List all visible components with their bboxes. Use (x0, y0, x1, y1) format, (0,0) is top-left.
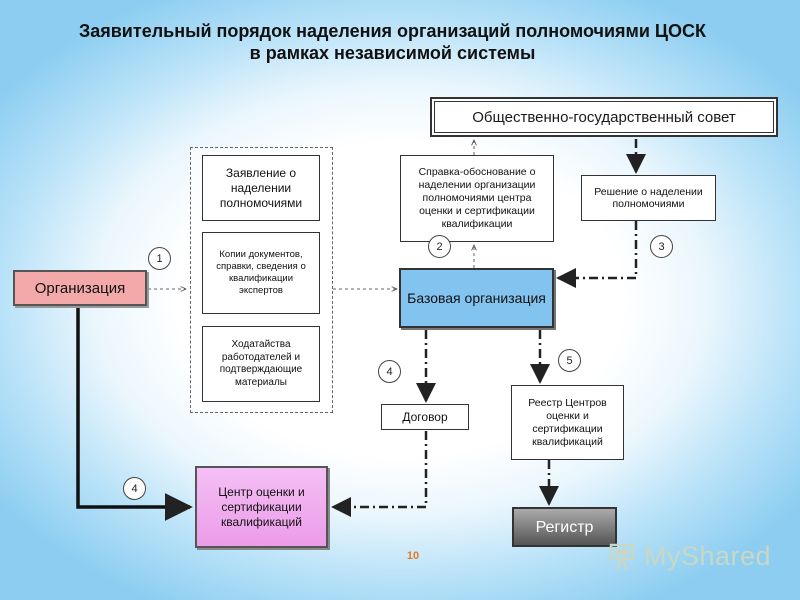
justification-box: Справка-обоснование о наделении организа… (400, 155, 554, 242)
title-line-2: в рамках независимой системы (249, 43, 536, 63)
presentation-icon (609, 543, 635, 570)
step-4-badge-lower: 4 (123, 477, 146, 500)
step-3-badge: 3 (650, 235, 673, 258)
registry-box: Регистр (512, 507, 617, 547)
document-copies-box: Копии документов, справки, сведения о кв… (202, 232, 320, 314)
council-box: Общественно-государственный совет (430, 97, 778, 137)
arrow-org-to-center (76, 306, 193, 521)
petitions-box: Ходатайства работодателей и подтверждающ… (202, 326, 320, 402)
step-2-badge: 2 (428, 235, 451, 258)
organization-box: Организация (13, 270, 147, 306)
step-5-badge: 5 (558, 349, 581, 372)
arrow-contract-to-center (331, 431, 428, 517)
application-box: Заявление о наделении полномочиями (202, 155, 320, 221)
base-organization-box: Базовая организация (399, 268, 554, 328)
decision-box: Решение о наделении полномочиями (581, 175, 716, 221)
diagram-title: Заявительный порядок наделения организац… (0, 20, 785, 64)
watermark-text: MyShared (644, 540, 772, 571)
centers-registry-box: Реестр Центров оценки и сертификации ква… (511, 385, 624, 460)
title-line-1: Заявительный порядок наделения организац… (78, 21, 707, 41)
step-4-badge: 4 (378, 360, 401, 383)
watermark-logo: MyShared (608, 536, 788, 576)
step-1-badge: 1 (148, 247, 171, 270)
contract-box: Договор (381, 404, 469, 430)
arrow-decision-to-base (556, 221, 638, 288)
assessment-center-box: Центр оценки и сертификации квалификаций (195, 466, 328, 548)
page-number: 10 (406, 550, 420, 562)
